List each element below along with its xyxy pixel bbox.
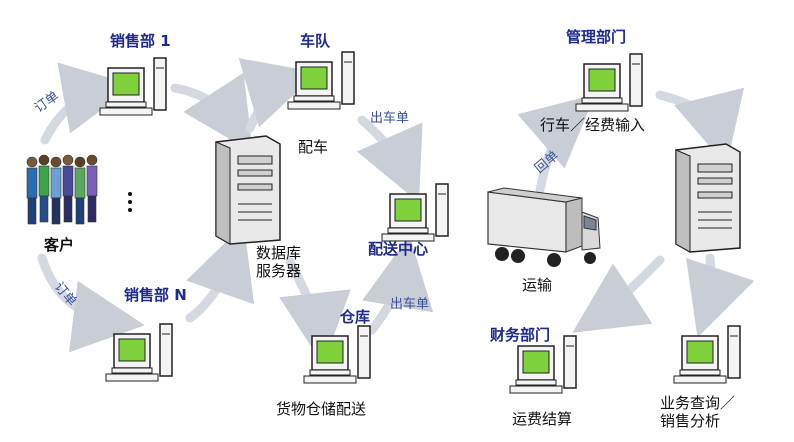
computer-workstation-icon	[287, 51, 355, 110]
sales-dept-n-label: 销售部 N	[124, 286, 187, 304]
arrow-server-to-warehouse	[279, 257, 351, 365]
people-group-icon	[26, 154, 98, 225]
computer-workstation-icon	[509, 335, 577, 394]
truck-icon	[487, 187, 601, 267]
db-server-label-line1: 数据库	[256, 244, 302, 262]
finance-label: 财务部门	[490, 326, 551, 344]
computer-workstation-icon	[105, 323, 173, 382]
business-query-label-line2: 销售分析	[660, 412, 721, 430]
computer-workstation-icon	[381, 183, 449, 242]
warehouse-label: 仓库	[340, 308, 371, 326]
vertical-ellipsis-icon	[128, 192, 132, 212]
transport-label: 运输	[522, 276, 553, 294]
db-server-label-line2: 服务器	[256, 262, 302, 280]
customer-label: 客户	[44, 236, 75, 254]
computer-workstation-icon	[575, 53, 643, 112]
arrow-fleet-to-center	[356, 115, 423, 203]
arrow-server-to-fleet	[238, 58, 318, 133]
computer-workstation-icon	[99, 57, 167, 116]
out-order-arrow-label: 出车单	[390, 297, 430, 312]
arrow-customer-to-salesN	[37, 253, 145, 353]
warehouse-delivery-label: 货物仓储配送	[276, 400, 367, 418]
freight-settlement-label: 运费结算	[512, 410, 573, 428]
arrow-truck-to-mgmt	[517, 94, 596, 195]
fleet-label: 车队	[300, 32, 331, 50]
computer-workstation-icon	[303, 325, 371, 384]
dispatch-label: 配车	[298, 138, 329, 156]
arrow-sales1-to-server	[170, 72, 253, 153]
sales-dept-1-label: 销售部 1	[110, 32, 171, 50]
travel-cost-input-label: 行车／经费输入	[540, 116, 646, 134]
tower-server-icon	[215, 135, 281, 245]
arrow-warehouse-to-center	[362, 235, 434, 335]
distribution-center-label: 配送中心	[368, 240, 429, 258]
arrow-server2-to-finance	[572, 255, 665, 333]
computer-workstation-icon	[673, 325, 741, 384]
tower-server-icon	[675, 143, 741, 253]
arrow-mgmt-to-server2	[655, 87, 744, 167]
out-order-arrow-label: 出车单	[370, 111, 410, 126]
business-query-label-line1: 业务查询／	[660, 394, 736, 412]
arrow-salesN-to-server	[185, 224, 255, 323]
arrow-customer-to-sales1	[40, 62, 135, 145]
management-label: 管理部门	[566, 28, 627, 46]
arrow-server2-to-query	[686, 253, 755, 338]
